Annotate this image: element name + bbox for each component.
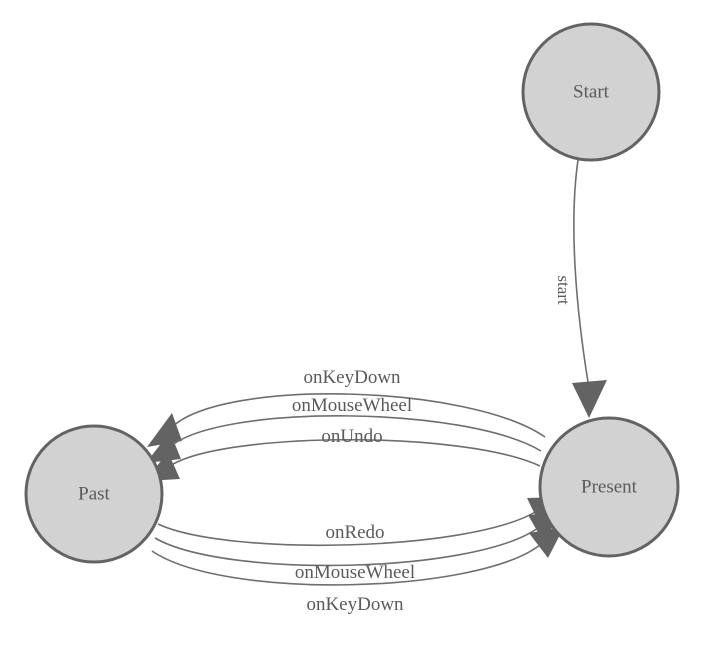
edge-past-to-present-onredo[interactable]: onRedo <box>157 497 562 547</box>
edge-present-to-past-onundo-path <box>169 438 541 467</box>
edge-past-to-present-onkeydown-arrowhead <box>529 527 564 558</box>
state-node-start-circle <box>521 22 661 162</box>
edge-past-to-present-onkeydown[interactable]: onKeyDown <box>151 527 564 615</box>
edge-present-to-past-onkeydown-path <box>171 393 546 438</box>
edge-past-to-present-onredo-label: onRedo <box>325 522 384 543</box>
edge-present-to-past-onmousewheel[interactable]: onMouseWheel <box>146 395 542 463</box>
edge-start-to-present-path <box>573 159 589 383</box>
edge-start-to-present-label: start <box>554 275 573 305</box>
edge-start-to-present-arrowhead <box>572 380 607 418</box>
state-node-start-label: Start <box>573 82 610 103</box>
edge-present-to-past-onkeydown-arrowhead <box>147 413 182 447</box>
edge-present-to-past-onmousewheel-label: onMouseWheel <box>292 395 412 416</box>
edge-past-to-present-onkeydown-path <box>151 544 541 586</box>
edge-start-to-present[interactable]: start <box>554 159 607 418</box>
edge-present-to-past-onundo-label: onUndo <box>321 426 382 447</box>
edge-past-to-present-onmousewheel-path <box>154 527 539 567</box>
edge-present-to-past-onkeydown-label: onKeyDown <box>303 367 401 388</box>
edge-present-to-past-onundo[interactable]: onUndo <box>145 426 541 481</box>
edge-present-to-past-onkeydown[interactable]: onKeyDown <box>147 367 546 447</box>
state-node-present-circle <box>538 416 680 558</box>
edge-present-to-past-onmousewheel-arrowhead <box>146 432 181 463</box>
state-node-present-label: Present <box>581 477 638 498</box>
edge-past-to-present-onkeydown-label: onKeyDown <box>306 594 404 615</box>
state-node-past-label: Past <box>78 484 110 505</box>
edge-past-to-present-onmousewheel-label: onMouseWheel <box>295 562 415 583</box>
edge-past-to-present-onredo-path <box>157 510 538 547</box>
edge-present-to-past-onmousewheel-path <box>170 415 542 452</box>
state-node-present[interactable]: Present <box>538 416 680 558</box>
state-node-start[interactable]: Start <box>521 22 661 162</box>
state-node-past-circle <box>24 424 164 564</box>
state-node-past[interactable]: Past <box>24 424 164 564</box>
